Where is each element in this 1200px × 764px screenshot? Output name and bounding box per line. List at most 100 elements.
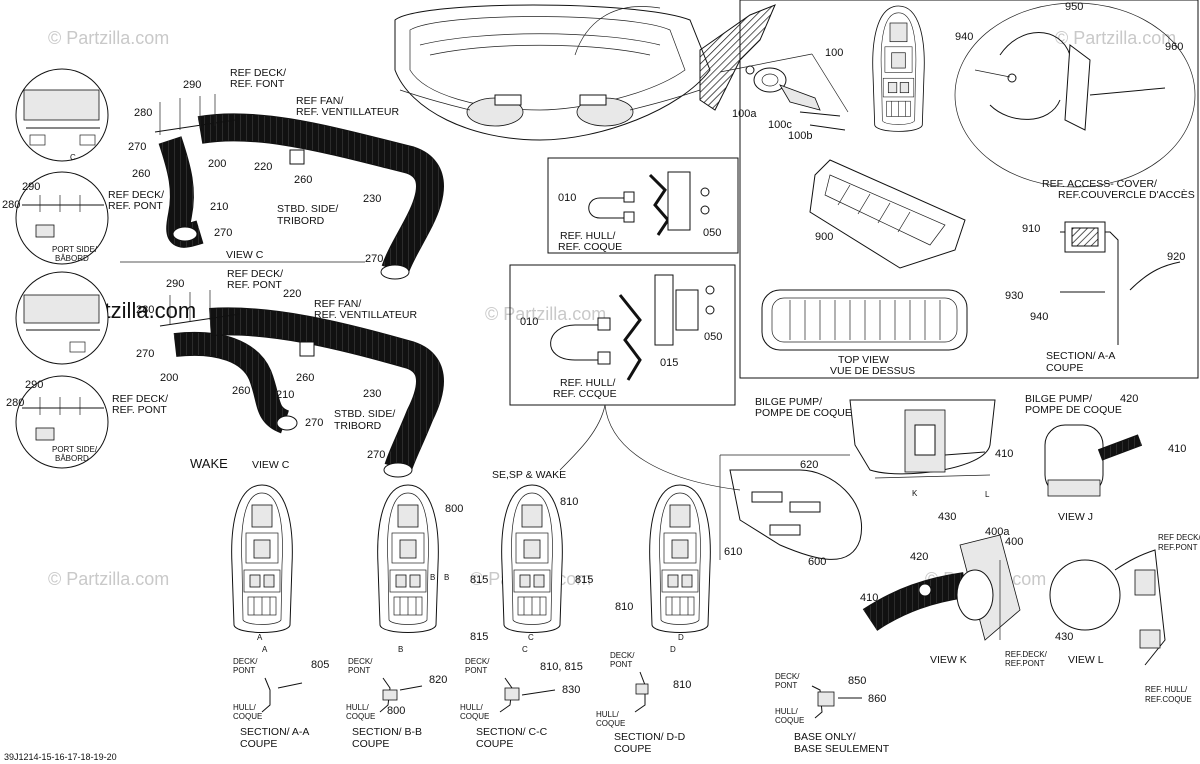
part-260: 260	[294, 174, 312, 186]
hull-label: HULL/	[346, 703, 369, 712]
view-c-title: VIEW C	[226, 249, 264, 261]
part-270: 270	[136, 348, 154, 360]
pont-label: PONT	[610, 660, 632, 669]
pont-label: PONT	[233, 666, 255, 675]
part-815: 815	[575, 574, 593, 586]
ref-hull-label: REF. HULL/	[560, 230, 616, 242]
section-title: SECTION/ D-D	[614, 731, 686, 743]
part-260: 260	[296, 372, 314, 384]
part-900: 900	[815, 231, 833, 243]
part-910: 910	[1022, 223, 1040, 235]
coupe-label: COUPE	[1046, 362, 1083, 374]
part-400: 400	[1005, 536, 1023, 548]
section-title: SECTION/ B-B	[352, 726, 422, 738]
part-850: 850	[848, 675, 866, 687]
part-960: 960	[1165, 41, 1183, 53]
part-270: 270	[128, 141, 146, 153]
pompe-label: POMPE DE COQUE	[1025, 404, 1122, 416]
ref-deck-label: REF.DECK/	[1005, 650, 1048, 659]
ref-ventilateur-label: REF. VENTILLATEUR	[296, 106, 399, 118]
sections-row: DECK/ PONT HULL/ COQUE 805 SECTION/ A-A …	[233, 651, 890, 755]
base-seulement-label: BASE SEULEMENT	[794, 743, 890, 755]
ref-pont-label: REF.PONT	[1158, 543, 1198, 552]
ref-coque-label: REF. CCQUE	[553, 388, 617, 400]
watermark: © Partzilla.com	[485, 304, 606, 324]
ref-pont-label: REF. PONT	[108, 200, 163, 212]
view-c-upper: C PORT SIDE/ BÂBORD 290 280 270 260 200 …	[2, 67, 444, 280]
marker-b: B	[430, 573, 435, 582]
section-aa-label: SECTION/ A-A	[1046, 350, 1115, 362]
part-430: 430	[1055, 631, 1073, 643]
part-015: 015	[660, 357, 678, 369]
part-950: 950	[1065, 1, 1083, 13]
part-290: 290	[25, 379, 43, 391]
part-100a: 100a	[732, 108, 757, 120]
part-810: 810	[615, 601, 633, 613]
section-d-d: DECK/ PONT HULL/ COQUE 810 SECTION/ D-D …	[596, 651, 691, 755]
part-270: 270	[367, 449, 385, 461]
watermark: © Partzilla.com	[48, 569, 169, 589]
part-815: 815	[470, 631, 488, 643]
bilge-pump-label: BILGE PUMP/	[1025, 393, 1092, 405]
part-800: 800	[445, 503, 463, 515]
part-100b: 100b	[788, 130, 812, 142]
hull-label: HULL/	[596, 710, 619, 719]
part-800: 800	[387, 705, 405, 717]
part-230: 230	[363, 388, 381, 400]
port-side-label: PORT SIDE/	[52, 445, 98, 454]
deck-assembly	[394, 4, 711, 141]
coupe-label: COUPE	[240, 738, 277, 750]
deck-label: DECK/	[465, 657, 490, 666]
marker-c: C	[522, 645, 528, 654]
coupe-label: COUPE	[352, 738, 389, 750]
part-610: 610	[724, 546, 742, 558]
part-600: 600	[808, 556, 826, 568]
ref-coque-label: REF.COQUE	[1145, 695, 1192, 704]
part-200: 200	[160, 372, 178, 384]
view-c-lower: PORT SIDE/ BÂBORD 290 280 270 200 260 21…	[6, 268, 444, 478]
top-view-label: TOP VIEW	[838, 354, 889, 366]
stbd-side-label: STBD. SIDE/	[334, 408, 395, 420]
part-420: 420	[1120, 393, 1138, 405]
babord-label: BÂBORD	[55, 254, 89, 263]
marker-c: C	[70, 153, 76, 162]
part-940: 940	[955, 31, 973, 43]
part-210: 210	[210, 201, 228, 213]
part-270: 270	[305, 417, 323, 429]
marker-b: B	[444, 573, 449, 582]
ref-deck-label: REF DECK/	[230, 67, 286, 79]
part-940: 940	[1030, 311, 1048, 323]
coque-label: COQUE	[233, 712, 262, 721]
part-820: 820	[429, 674, 447, 686]
coupe-label: COUPE	[614, 743, 651, 755]
part-420: 420	[910, 551, 928, 563]
marker-a: A	[257, 633, 263, 642]
part-815: 815	[470, 574, 488, 586]
right-panel: 940 950 960 900 TOP VIEW VUE DE DESSUS	[739, 0, 1199, 379]
part-260: 260	[132, 168, 150, 180]
ref-deck-label: REF DECK/	[1158, 533, 1200, 542]
part-210: 210	[276, 389, 294, 401]
ref-fan-label: REF FAN/	[296, 95, 343, 107]
hull-detail-2: 010 015 050 REF. HULL/ REF. CCQUE	[509, 264, 741, 491]
part-410: 410	[860, 592, 878, 604]
part-410: 410	[995, 448, 1013, 460]
tribord-label: TRIBORD	[334, 420, 382, 432]
part-290: 290	[166, 278, 184, 290]
hulls-row: SE,SP & WAKE 800 810 815 815 815 810 A A…	[231, 454, 862, 654]
coupe-label: COUPE	[476, 738, 513, 750]
part-100c: 100c	[768, 119, 792, 131]
pompe-label: POMPE DE COQUE	[755, 407, 852, 419]
marker-b: B	[398, 645, 403, 654]
ref-ventilateur-label: REF. VENTILLATEUR	[314, 309, 417, 321]
section-c-c: DECK/ PONT HULL/ COQUE 810, 815 830 SECT…	[460, 657, 583, 750]
part-280: 280	[6, 397, 24, 409]
part-270: 270	[214, 227, 232, 239]
section-a-a: DECK/ PONT HULL/ COQUE 805 SECTION/ A-A …	[233, 657, 329, 750]
deck-label: DECK/	[233, 657, 258, 666]
part-220: 220	[283, 288, 301, 300]
bilge-pump-label: BILGE PUMP/	[755, 396, 822, 408]
part-200: 200	[208, 158, 226, 170]
section-b-b: DECK/ PONT HULL/ COQUE 820 800 SECTION/ …	[346, 657, 447, 750]
